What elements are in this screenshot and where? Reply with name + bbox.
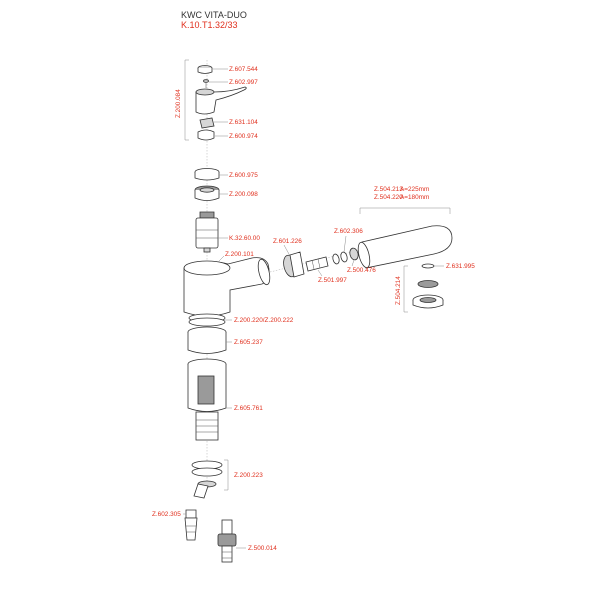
label-hose-nut: Z.601.226 — [273, 238, 302, 245]
leader-spout-hose — [343, 235, 347, 253]
cartridge-part[interactable] — [195, 211, 219, 253]
label-aerator-ring: Z.631.995 — [446, 263, 475, 270]
cap-part[interactable] — [197, 65, 213, 74]
bracket-gasket-set — [224, 459, 229, 491]
leader-check-valve — [317, 269, 323, 277]
label-body: Z.200.101 — [225, 251, 254, 258]
leader-coupling — [351, 259, 355, 267]
article-number: K.10.T1.32/33 — [181, 20, 238, 30]
coupling-part[interactable] — [349, 247, 360, 261]
label-spray-225: Z.504.213 — [374, 186, 403, 193]
label-cartridge: K.32.60.00 — [229, 235, 260, 242]
leader-hose-nut — [283, 244, 291, 257]
cover-part[interactable] — [194, 185, 220, 201]
model-title: KWC VITA-DUO — [181, 10, 247, 20]
label-gasket-set: Z.200.223 — [234, 472, 263, 479]
clip-part[interactable] — [197, 129, 215, 141]
base-unit-part[interactable] — [187, 358, 227, 441]
label-spray-225-length: A=225mm — [400, 186, 429, 193]
hose-nut-part[interactable] — [282, 251, 305, 278]
label-nut: Z.600.975 — [229, 172, 258, 179]
label-clip: Z.600.974 — [229, 133, 258, 140]
label-spray-180: Z.504.220 — [374, 194, 403, 201]
label-handle-assembly: Z.200.084 — [175, 89, 182, 118]
label-spray-180-length: A=180mm — [400, 194, 429, 201]
bracket-handle — [184, 59, 189, 141]
spray-head-part[interactable] — [356, 225, 453, 269]
label-screw: Z.602.997 — [229, 79, 258, 86]
aerator-set-part[interactable] — [412, 280, 444, 309]
label-check-valve: Z.501.997 — [318, 277, 347, 284]
label-cover: Z.200.098 — [229, 191, 258, 198]
o-rings-part[interactable] — [188, 313, 226, 327]
label-connector: Z.500.014 — [248, 545, 277, 552]
body-part[interactable] — [183, 257, 272, 317]
connector-part[interactable] — [217, 519, 237, 563]
hose-fitting-part[interactable] — [184, 509, 198, 541]
nut-part[interactable] — [194, 168, 220, 181]
sleeve-part[interactable] — [187, 326, 227, 354]
leader-body — [217, 255, 225, 263]
label-o-rings: Z.200.220/Z.200.222 — [234, 317, 294, 324]
screw-part[interactable] — [203, 79, 209, 88]
spout-hose-part[interactable] — [332, 251, 348, 265]
check-valve-part[interactable] — [305, 256, 329, 272]
label-adapter: Z.631.104 — [229, 119, 258, 126]
gasket-set-part[interactable] — [191, 460, 223, 499]
label-aerator-set: Z.504.214 — [395, 276, 402, 305]
label-spout-hose: Z.602.306 — [334, 228, 363, 235]
handle-lever-part[interactable] — [195, 86, 247, 115]
label-hose-fitting: Z.602.305 — [152, 511, 181, 518]
dimension-spray-length — [359, 207, 451, 214]
adapter-part[interactable] — [199, 117, 215, 129]
label-base-unit: Z.605.761 — [234, 405, 263, 412]
bracket-aerator-set — [403, 265, 408, 313]
label-coupling: Z.500.476 — [347, 267, 376, 274]
label-cap: Z.607.544 — [229, 66, 258, 73]
aerator-ring-part[interactable] — [421, 263, 435, 269]
label-sleeve: Z.605.237 — [234, 339, 263, 346]
